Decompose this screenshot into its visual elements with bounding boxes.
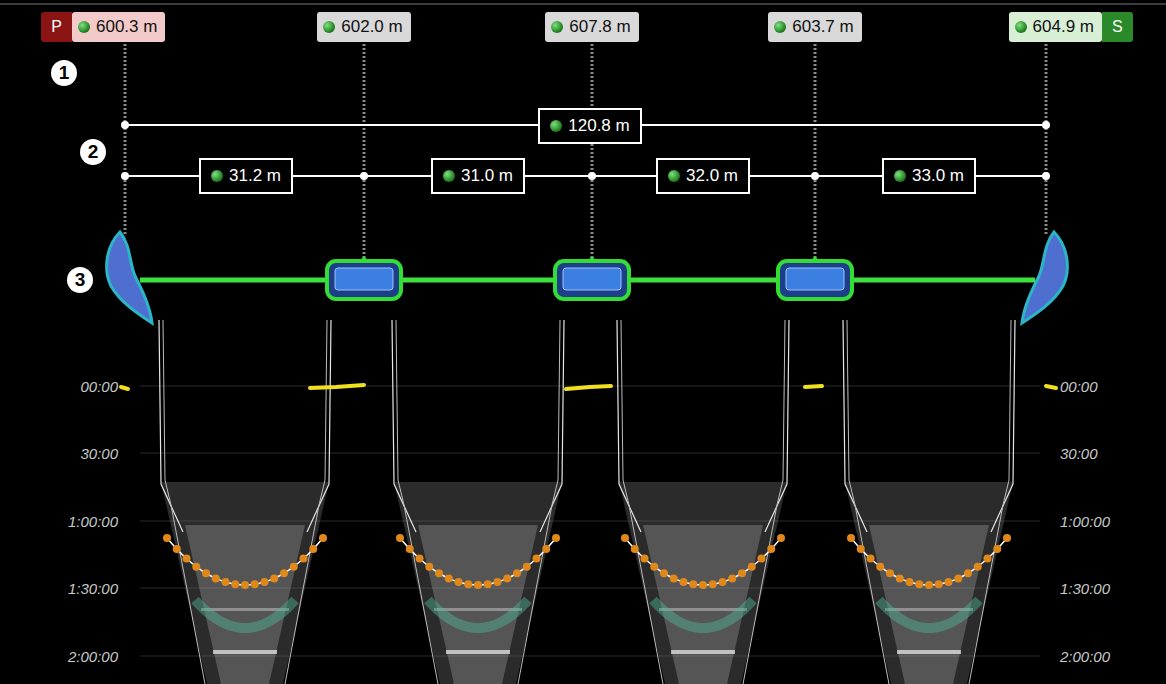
port-marker: P: [41, 12, 72, 42]
tow-line: [124, 44, 127, 236]
status-dot: [211, 170, 223, 182]
time-label: 2:00:00: [1060, 648, 1110, 665]
starboard-marker: S: [1102, 12, 1133, 42]
depth-tag: 604.9 m: [1009, 12, 1102, 42]
spread-box: 31.0 m: [431, 158, 525, 194]
status-dot: [668, 170, 680, 182]
node-text: 1: [59, 62, 70, 84]
node-text: 607.8 m: [569, 17, 630, 37]
node-text: 31.0 m: [461, 166, 513, 186]
grid-line: [140, 453, 1040, 454]
status-dot: [551, 21, 563, 33]
sonar-cone: [617, 320, 789, 684]
time-label: 2:00:00: [68, 648, 118, 665]
status-dot: [550, 120, 562, 132]
time-label: 30:00: [80, 445, 118, 462]
status-dot: [78, 21, 90, 33]
sonar-cone: [392, 320, 564, 684]
node-text: 31.2 m: [229, 166, 281, 186]
callout-number: 3: [67, 267, 93, 293]
port-door: [107, 232, 152, 323]
sonar-cone: [843, 320, 1015, 684]
status-dot: [894, 170, 906, 182]
status-dot: [443, 170, 455, 182]
depth-tag: 600.3 m: [72, 12, 165, 42]
time-label: 1:30:00: [68, 580, 118, 597]
time-label: 30:00: [1060, 445, 1098, 462]
callout-number: 1: [51, 60, 77, 86]
node-text: 33.0 m: [912, 166, 964, 186]
depth-tag: 603.7 m: [768, 12, 861, 42]
node-text: 600.3 m: [96, 17, 157, 37]
top-rule: [0, 4, 1166, 5]
tow-line: [591, 44, 594, 258]
time-label: 1:30:00: [1060, 580, 1110, 597]
echo-trace: [805, 386, 822, 387]
status-dot: [323, 21, 335, 33]
node-text: 602.0 m: [341, 17, 402, 37]
callout-number: 2: [80, 139, 106, 165]
dimension-end: [121, 172, 129, 180]
sonar-cone: [159, 320, 331, 684]
node-text: 603.7 m: [792, 17, 853, 37]
spread-box: 31.2 m: [199, 158, 293, 194]
status-dot: [1015, 21, 1027, 33]
dimension-end: [1042, 172, 1050, 180]
node-text: 604.9 m: [1033, 17, 1094, 37]
headrope-sensor: [327, 256, 401, 299]
echo-trace: [566, 386, 611, 389]
dimension-end: [121, 121, 129, 129]
node-text: 2: [88, 141, 99, 163]
dimension-end: [811, 172, 819, 180]
time-label: 00:00: [80, 378, 118, 395]
node-text: 32.0 m: [686, 166, 738, 186]
dimension-end: [1042, 121, 1050, 129]
echo-trace: [310, 385, 364, 388]
node-text: 3: [75, 269, 86, 291]
node-text: P: [51, 18, 62, 36]
tow-line: [363, 44, 366, 258]
depth-tag: 607.8 m: [545, 12, 638, 42]
echo-trace: [121, 387, 128, 389]
tow-line: [814, 44, 817, 258]
time-label: 1:00:00: [68, 513, 118, 530]
headrope-sensor: [555, 256, 629, 299]
time-label: 1:00:00: [1060, 513, 1110, 530]
time-label: 00:00: [1060, 378, 1098, 395]
node-text: S: [1112, 18, 1123, 36]
status-dot: [774, 21, 786, 33]
spread-box: 120.8 m: [538, 108, 641, 144]
echo-trace: [1046, 386, 1056, 388]
spread-box: 32.0 m: [656, 158, 750, 194]
node-text: 120.8 m: [568, 116, 629, 136]
headrope-sensor: [778, 256, 852, 299]
starboard-door: [1022, 232, 1067, 323]
tow-line: [1045, 44, 1048, 236]
dimension-end: [588, 172, 596, 180]
depth-tag: 602.0 m: [317, 12, 410, 42]
dimension-end: [360, 172, 368, 180]
spread-box: 33.0 m: [882, 158, 976, 194]
